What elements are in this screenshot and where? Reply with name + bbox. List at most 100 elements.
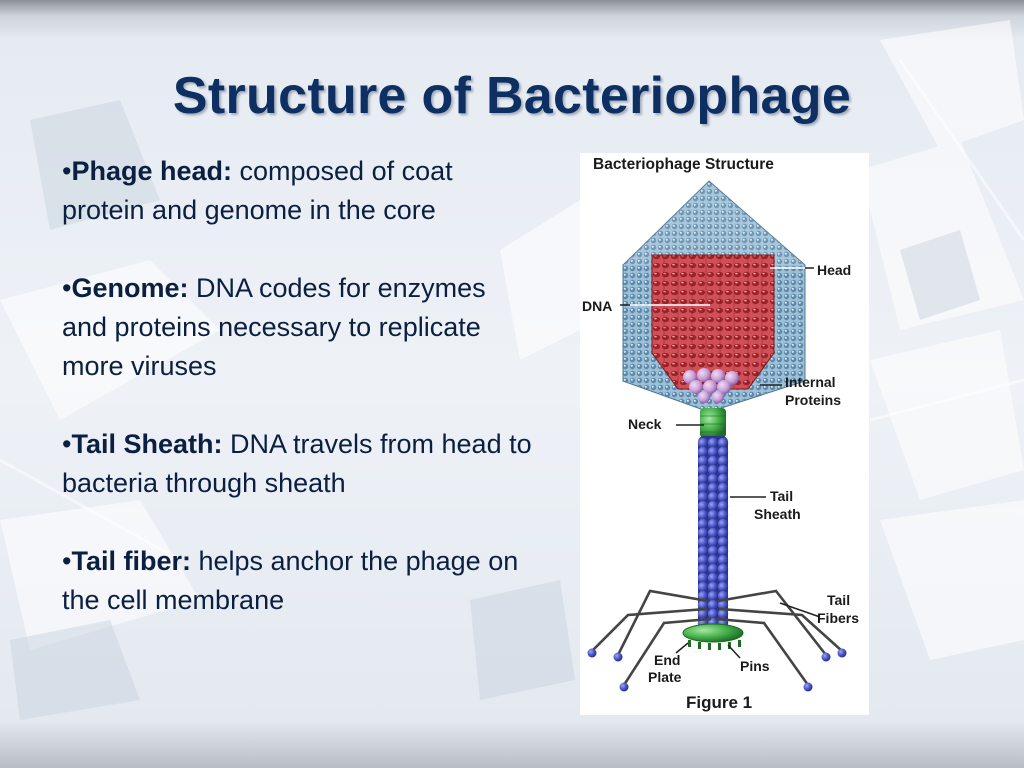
tail-bead: [697, 446, 709, 458]
tail-bead: [707, 482, 719, 494]
label-tail-fibers-2: Fibers: [817, 610, 859, 626]
tail-bead: [717, 473, 729, 485]
tail-bead: [697, 536, 709, 548]
label-tail-sheath-1: Tail: [770, 488, 793, 504]
tail-bead: [717, 464, 729, 476]
bullet-genome: •Genome: DNA codes for enzymes and prote…: [62, 269, 532, 386]
label-end-plate-1: End: [654, 652, 680, 668]
tail-bead: [717, 455, 729, 467]
tail-bead: [707, 581, 719, 593]
tail-bead: [697, 464, 709, 476]
tail-bead: [697, 482, 709, 494]
tail-bead: [717, 536, 729, 548]
tail-bead: [707, 455, 719, 467]
label-tail-fibers-1: Tail: [827, 592, 850, 608]
bullet-text: helps anchor the phage on the cell membr…: [62, 546, 519, 615]
tail-bead: [697, 572, 709, 584]
tail-bead: [707, 590, 719, 602]
tail-bead: [717, 509, 729, 521]
tail-bead: [717, 608, 729, 620]
label-dna: DNA: [582, 298, 612, 314]
tail-bead: [707, 437, 719, 449]
bullet-phage-head: •Phage head: composed of coat protein an…: [62, 152, 532, 230]
tail-bead: [697, 473, 709, 485]
internal-proteins: [683, 368, 739, 403]
label-head: Head: [817, 262, 851, 278]
tail-bead: [707, 473, 719, 485]
tail-bead: [697, 509, 709, 521]
tail-bead: [717, 599, 729, 611]
bullet-list: •Phage head: composed of coat protein an…: [62, 152, 532, 659]
tail-bead: [707, 500, 719, 512]
tail-bead: [697, 554, 709, 566]
tail-sheath: [697, 436, 729, 629]
tail-bead: [707, 527, 719, 539]
figure-panel: Bacteriophage Structure: [580, 153, 869, 715]
tail-bead: [707, 599, 719, 611]
tail-bead: [707, 518, 719, 530]
tail-bead: [717, 500, 729, 512]
tail-bead: [717, 527, 729, 539]
tail-bead: [717, 545, 729, 557]
bullet-marker: •: [62, 546, 72, 576]
tail-bead: [697, 527, 709, 539]
tail-bead: [697, 581, 709, 593]
tail-bead: [707, 536, 719, 548]
tail-bead: [707, 572, 719, 584]
bullet-text: DNA travels from head to bacteria throug…: [62, 429, 532, 498]
dna-core: [651, 254, 775, 390]
tail-bead: [707, 491, 719, 503]
bullet-tail-fiber: •Tail fiber: helps anchor the phage on t…: [62, 542, 532, 620]
tail-bead: [707, 446, 719, 458]
tail-bead: [697, 599, 709, 611]
figure-title: Bacteriophage Structure: [593, 156, 774, 173]
tail-bead: [697, 491, 709, 503]
slide-title: Structure of Bacteriophage: [172, 67, 852, 125]
bullet-term: Tail Sheath:: [71, 429, 223, 459]
tail-bead: [707, 563, 719, 575]
bullet-term: Phage head:: [71, 156, 232, 186]
tail-bead: [707, 509, 719, 521]
tail-bead: [717, 563, 729, 575]
bullet-marker: •: [62, 429, 72, 459]
diagram-labels: Head DNA Internal Proteins Neck Tail She…: [582, 262, 859, 685]
label-tail-sheath-2: Sheath: [754, 506, 801, 522]
bullet-term: Tail fiber:: [71, 546, 191, 576]
bullet-text: DNA codes for enzymes and proteins neces…: [62, 273, 486, 381]
leader-lines: [620, 267, 821, 659]
tail-bead: [717, 437, 729, 449]
tail-bead: [717, 572, 729, 584]
label-end-plate-2: Plate: [648, 669, 682, 685]
tail-fibers: [590, 589, 844, 687]
fiber-tips: [587, 648, 847, 692]
tail-bead: [717, 482, 729, 494]
tail-bead: [697, 455, 709, 467]
bullet-term: Genome:: [71, 273, 189, 303]
figure-caption: Figure 1: [686, 693, 752, 712]
tail-bead: [717, 554, 729, 566]
tail-bead: [697, 500, 709, 512]
label-neck: Neck: [628, 416, 662, 432]
tail-bead: [717, 491, 729, 503]
bullet-marker: •: [62, 273, 72, 303]
neck: [700, 408, 726, 438]
tail-bead: [707, 464, 719, 476]
tail-bead: [697, 518, 709, 530]
tail-bead: [707, 608, 719, 620]
bullet-marker: •: [62, 156, 72, 186]
bullet-text: composed of coat protein and genome in t…: [62, 156, 453, 225]
label-internal-proteins-1: Internal: [785, 374, 836, 390]
tail-bead: [707, 554, 719, 566]
tail-bead: [717, 446, 729, 458]
bacteriophage-diagram: Bacteriophage Structure: [582, 156, 859, 712]
tail-bead: [697, 545, 709, 557]
tail-bead: [707, 545, 719, 557]
label-pins: Pins: [740, 658, 770, 674]
tail-bead: [697, 437, 709, 449]
bullet-tail-sheath: •Tail Sheath: DNA travels from head to b…: [62, 425, 532, 503]
tail-bead: [697, 563, 709, 575]
end-plate: [682, 623, 744, 650]
label-internal-proteins-2: Proteins: [785, 392, 841, 408]
